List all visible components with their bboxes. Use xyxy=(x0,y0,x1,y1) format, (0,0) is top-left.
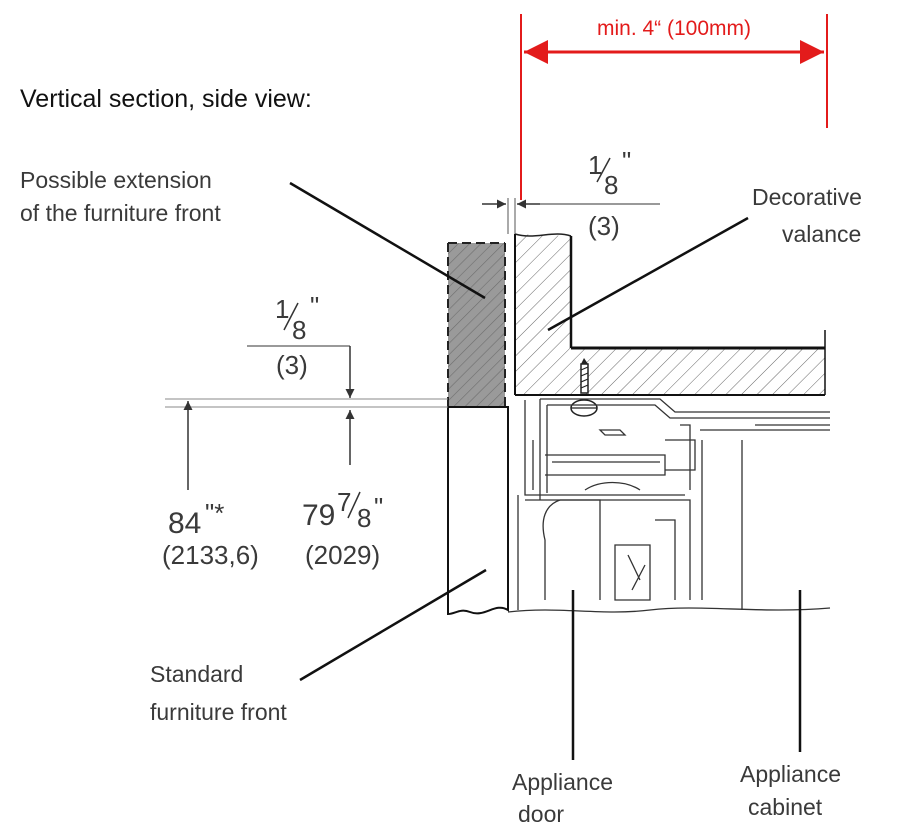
height-front-unit: " xyxy=(374,492,383,522)
cabinet-label-2: cabinet xyxy=(748,794,823,820)
min-clearance-dimension: min. 4“ (100mm) xyxy=(520,14,828,200)
valance-label-1: Decorative xyxy=(752,184,862,210)
gap-side-dimension: 1 8 " (3) xyxy=(482,146,660,241)
diagram-title: Vertical section, side view: xyxy=(20,85,312,113)
door-label-1: Appliance xyxy=(512,769,613,795)
extension-hatch xyxy=(448,243,505,407)
extension-label-2: of the furniture front xyxy=(20,200,221,226)
height-total-unit: "* xyxy=(205,498,224,528)
decorative-valance-shape xyxy=(514,233,826,396)
cabinet-label-1: Appliance xyxy=(740,761,841,787)
height-front-den: 8 xyxy=(357,503,371,533)
height-front-whole: 79 xyxy=(302,499,335,532)
extension-label-1: Possible extension xyxy=(20,167,212,193)
gap-top-dimension: 1 8 " (3) xyxy=(247,291,355,465)
gap-top-num: 1 xyxy=(275,294,289,324)
mounting-screw xyxy=(570,358,598,417)
gap-side-den: 8 xyxy=(604,170,618,200)
gap-top-den: 8 xyxy=(292,315,306,345)
standard-label-2: furniture front xyxy=(150,699,287,725)
leader-standard-front xyxy=(299,568,487,682)
gap-side-unit: " xyxy=(622,146,631,176)
door-label-2: door xyxy=(518,801,564,827)
height-front-num: 7 xyxy=(337,487,351,517)
standard-furniture-front xyxy=(447,406,509,616)
gap-top-unit: " xyxy=(310,291,319,321)
standard-label-1: Standard xyxy=(150,661,243,687)
gap-top-mm: (3) xyxy=(276,350,308,380)
leader-valance xyxy=(547,216,749,332)
height-total-mm: (2133,6) xyxy=(162,540,259,570)
leader-extension xyxy=(289,181,486,300)
min-clearance-label: min. 4“ (100mm) xyxy=(597,17,751,40)
gap-side-mm: (3) xyxy=(588,211,620,241)
height-front-dimension: 79 7 8 " (2029) xyxy=(302,487,383,570)
height-front-mm: (2029) xyxy=(305,540,380,570)
gap-side-num: 1 xyxy=(588,150,602,180)
height-total-dimension: 84 "* (2133,6) xyxy=(162,401,259,570)
furniture-front-extension xyxy=(447,242,506,407)
appliance-hinge-mechanism xyxy=(507,398,831,613)
height-total-value: 84 xyxy=(168,507,201,540)
valance-label-2: valance xyxy=(782,221,861,247)
